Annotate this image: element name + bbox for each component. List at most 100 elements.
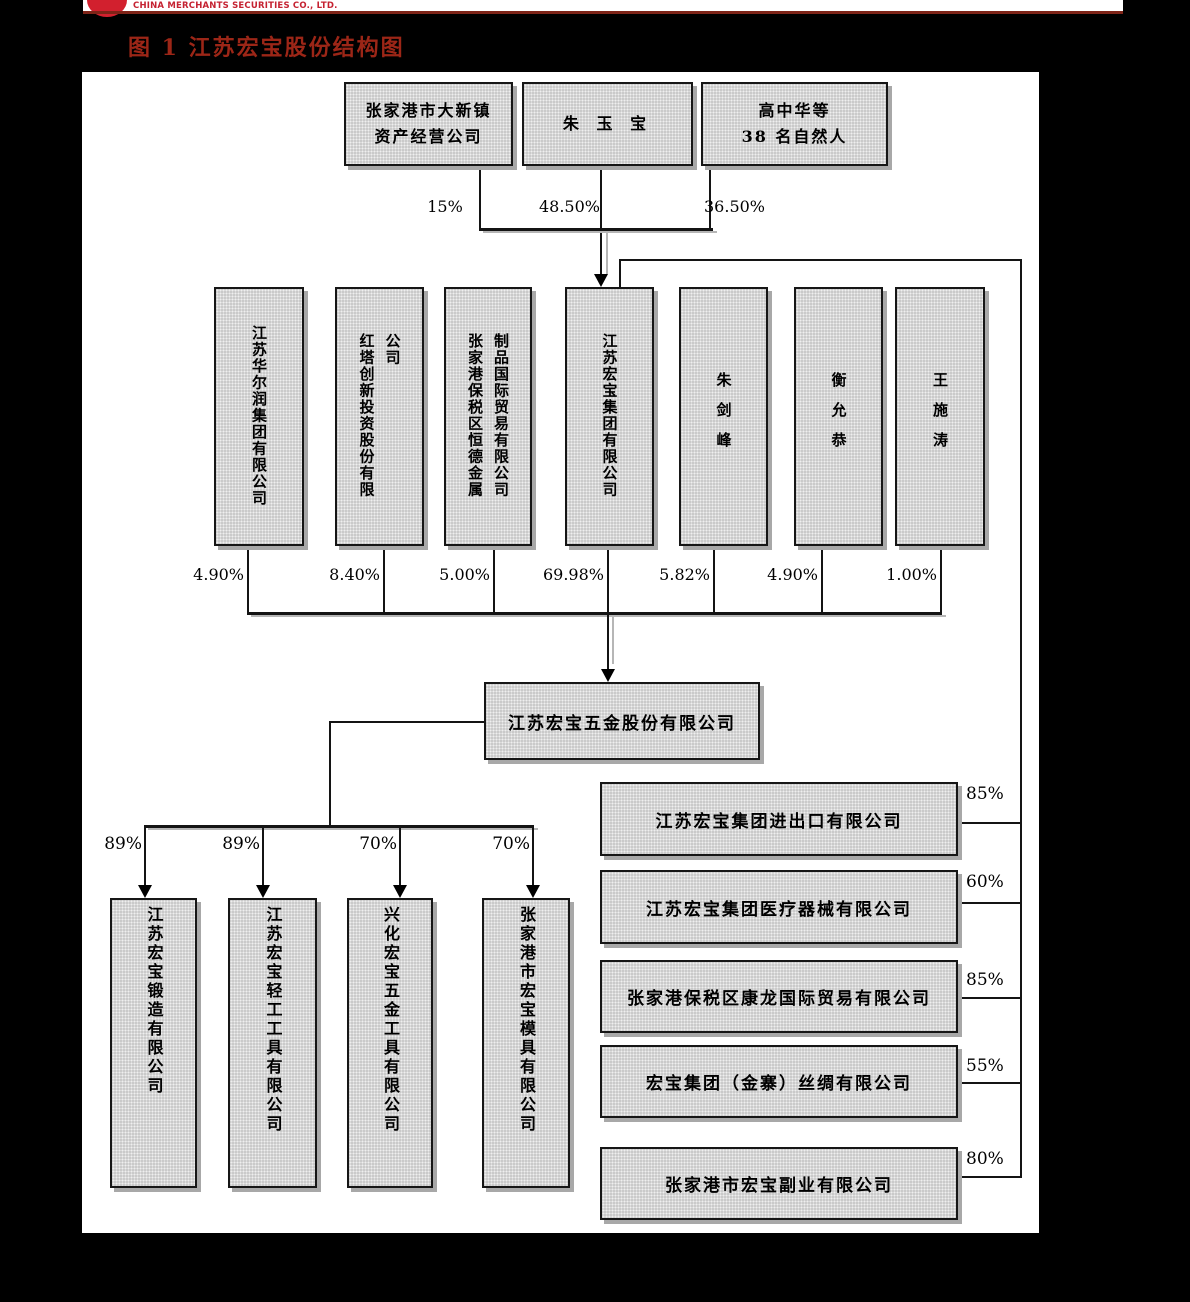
box-hengde: 张家港保税区恒德金属制品国际贸易有限公司	[444, 287, 532, 546]
pct-qinggong: 89%	[222, 834, 260, 854]
connector-line	[144, 825, 146, 886]
connector-line	[958, 902, 1022, 904]
box-text: 张家港市宏宝模具有限公司	[517, 906, 536, 1134]
box-hongbao-group: 江苏宏宝集团有限公司	[565, 287, 654, 546]
connector-line-shadow	[148, 828, 538, 830]
connector-line	[958, 1176, 1022, 1178]
connector-line	[479, 228, 713, 231]
connector-line	[607, 546, 609, 612]
connector-line	[330, 721, 484, 723]
connector-line	[958, 822, 1022, 824]
box-text: 资产经营公司	[374, 127, 483, 146]
connector-line	[262, 825, 264, 886]
arrow-down-icon	[393, 885, 407, 898]
connector-line	[329, 721, 331, 827]
connector-line	[247, 612, 942, 615]
box-kanglong: 张家港保税区康龙国际贸易有限公司	[600, 960, 958, 1033]
cms-logo-icon	[87, 0, 127, 17]
header-strip	[83, 0, 1123, 11]
pct-duanzao: 89%	[104, 834, 142, 854]
pct-kanglong: 85%	[966, 970, 1004, 990]
box-text: 朱 玉 宝	[562, 114, 653, 133]
pct-hongbao-group: 69.98%	[542, 565, 604, 584]
connector-line-shadow	[483, 231, 717, 233]
box-qinggong: 江苏宏宝轻工工具有限公司	[228, 898, 317, 1188]
connector-line	[1020, 259, 1022, 1178]
box-text: 38 名自然人	[741, 127, 848, 146]
box-zhuyubao: 朱 玉 宝	[522, 82, 693, 166]
box-text: 张家港市宏宝副业有限公司	[665, 1176, 893, 1196]
arrow-down-icon	[138, 885, 152, 898]
arrow-down-icon	[594, 274, 608, 287]
connector-line	[709, 166, 711, 229]
connector-line	[600, 166, 602, 274]
pct-gaozhonghua: 36.50%	[704, 197, 766, 216]
box-zhujianfeng: 朱剑峰	[679, 287, 768, 546]
box-listed-company: 江苏宏宝五金股份有限公司	[484, 682, 760, 760]
box-text: 朱剑峰	[714, 371, 733, 462]
pct-zhujianfeng: 5.82%	[659, 565, 710, 584]
pct-sichou: 55%	[966, 1056, 1004, 1076]
pct-hengyungong: 4.90%	[767, 565, 818, 584]
box-yiliao: 江苏宏宝集团医疗器械有限公司	[600, 870, 958, 944]
connector-line-shadow	[612, 616, 614, 664]
box-text: 江苏宏宝五金股份有限公司	[508, 713, 736, 734]
box-text: 宏宝集团（金寨）丝绸有限公司	[646, 1074, 912, 1094]
connector-line	[607, 615, 609, 670]
connector-line	[713, 546, 715, 612]
box-sichou: 宏宝集团（金寨）丝绸有限公司	[600, 1045, 958, 1118]
box-text: 江苏宏宝集团进出口有限公司	[655, 811, 903, 832]
connector-line-shadow	[251, 615, 946, 617]
box-text: 江苏华尔润集团有限公司	[250, 324, 268, 507]
connector-line	[247, 546, 249, 612]
connector-line-shadow	[606, 231, 608, 274]
pct-yiliao: 60%	[966, 872, 1004, 892]
box-xinghua: 兴化宏宝五金工具有限公司	[347, 898, 433, 1188]
connector-line	[399, 825, 401, 886]
box-text: 王施涛	[931, 371, 949, 462]
box-text: 江苏宏宝锻造有限公司	[144, 906, 164, 1096]
box-hongta: 红塔创新投资股份有限公司	[335, 287, 424, 546]
pct-muju: 70%	[492, 834, 530, 854]
box-text: 红塔创新投资股份有限公司	[357, 332, 402, 498]
box-text: 江苏宏宝集团医疗器械有限公司	[646, 899, 912, 920]
box-text: 高中华等	[758, 101, 831, 120]
pct-huaerrun: 4.90%	[193, 565, 244, 584]
pct-hongta: 8.40%	[329, 565, 380, 584]
connector-line	[479, 166, 481, 229]
connector-line	[532, 825, 534, 886]
arrow-down-icon	[601, 669, 615, 682]
box-muju: 张家港市宏宝模具有限公司	[482, 898, 570, 1188]
box-text: 江苏宏宝集团有限公司	[600, 332, 619, 498]
box-text: 衡允恭	[829, 371, 848, 462]
header-rule	[83, 11, 1123, 14]
pct-zhuyubao: 48.50%	[538, 197, 600, 216]
box-huaerrun: 江苏华尔润集团有限公司	[214, 287, 304, 546]
box-wangshitao: 王施涛	[895, 287, 985, 546]
connector-line	[940, 546, 942, 612]
pct-xinghua: 70%	[359, 834, 397, 854]
brand-name: CHINA MERCHANTS SECURITIES CO., LTD.	[133, 1, 338, 11]
box-duanzao: 江苏宏宝锻造有限公司	[110, 898, 197, 1188]
connector-line	[493, 546, 495, 612]
arrow-down-icon	[526, 885, 540, 898]
connector-line	[619, 259, 621, 287]
box-daxin-asset: 张家港市大新镇 资产经营公司	[344, 82, 513, 166]
box-text: 兴化宏宝五金工具有限公司	[381, 906, 400, 1134]
connector-line	[958, 997, 1022, 999]
connector-line	[144, 825, 534, 828]
box-hengyungong: 衡允恭	[794, 287, 883, 546]
connector-line	[383, 546, 385, 612]
box-text: 张家港市大新镇	[365, 101, 492, 120]
box-text: 江苏宏宝轻工工具有限公司	[263, 906, 283, 1134]
box-fuye: 张家港市宏宝副业有限公司	[600, 1147, 958, 1220]
figure-title: 图 1 江苏宏宝股份结构图	[128, 35, 405, 61]
box-jinchukou: 江苏宏宝集团进出口有限公司	[600, 782, 958, 856]
pct-daxin: 15%	[427, 197, 463, 216]
box-text: 张家港保税区恒德金属制品国际贸易有限公司	[466, 332, 510, 498]
pct-wangshitao: 1.00%	[886, 565, 937, 584]
pct-fuye: 80%	[966, 1149, 1004, 1169]
pct-jinchukou: 85%	[966, 784, 1004, 804]
connector-line	[619, 259, 1022, 261]
